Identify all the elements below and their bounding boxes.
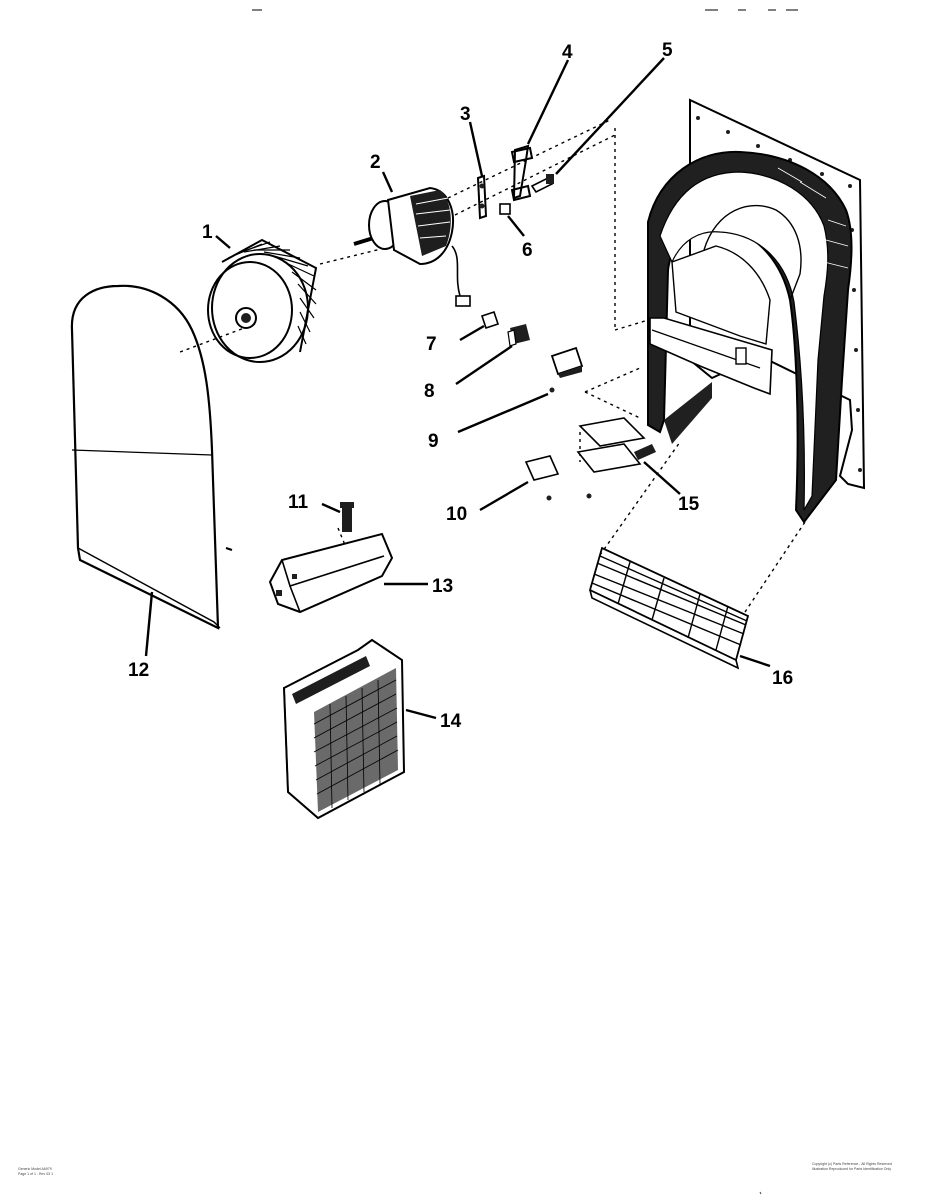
- electrical-components: [480, 310, 584, 393]
- grille: [588, 546, 750, 670]
- callout-15: 15: [678, 494, 700, 515]
- callout-6: 6: [522, 240, 533, 261]
- mounting-plates: [524, 417, 656, 501]
- filter: [282, 638, 406, 820]
- callout-1: 1: [202, 222, 213, 243]
- callout-9: 9: [428, 431, 439, 452]
- front-panel: [70, 284, 233, 630]
- callout-16: 16: [772, 668, 793, 689]
- blower-wheel: [207, 238, 318, 363]
- screw: [340, 502, 354, 532]
- callout-13: 13: [432, 576, 453, 597]
- assembly-dashed-lines: [179, 119, 806, 613]
- motor: [353, 186, 471, 307]
- callout-3: 3: [460, 104, 471, 125]
- footer-right-line-2: Illustration Reproduced for Parts Identi…: [812, 1167, 891, 1171]
- footer-left-line-2: Page 1 of 1 - Rev 03 1: [18, 1172, 53, 1176]
- leader-lines: [144, 57, 771, 720]
- motor-mount-hardware: [476, 144, 554, 220]
- callout-10: 10: [446, 504, 467, 525]
- callout-7: 7: [426, 334, 437, 355]
- callout-11: 11: [288, 492, 309, 513]
- callout-labels: 1 2 3 4 5 6 7 8 9 10 11 12 13 14 15 16: [128, 40, 793, 732]
- callout-5: 5: [662, 40, 673, 61]
- callout-2: 2: [370, 152, 381, 173]
- callout-4: 4: [562, 42, 573, 63]
- housing: [647, 98, 866, 524]
- callout-12: 12: [128, 660, 149, 681]
- callout-8: 8: [424, 381, 435, 402]
- tray: [268, 532, 394, 614]
- footer-right-line-1: Copyright (c) Parts Reference - All Righ…: [812, 1162, 892, 1166]
- footer-fine-print: Generic Model A6979 Page 1 of 1 - Rev 03…: [18, 1162, 892, 1195]
- footer-left-line-1: Generic Model A6979: [18, 1167, 52, 1171]
- callout-14: 14: [440, 711, 462, 732]
